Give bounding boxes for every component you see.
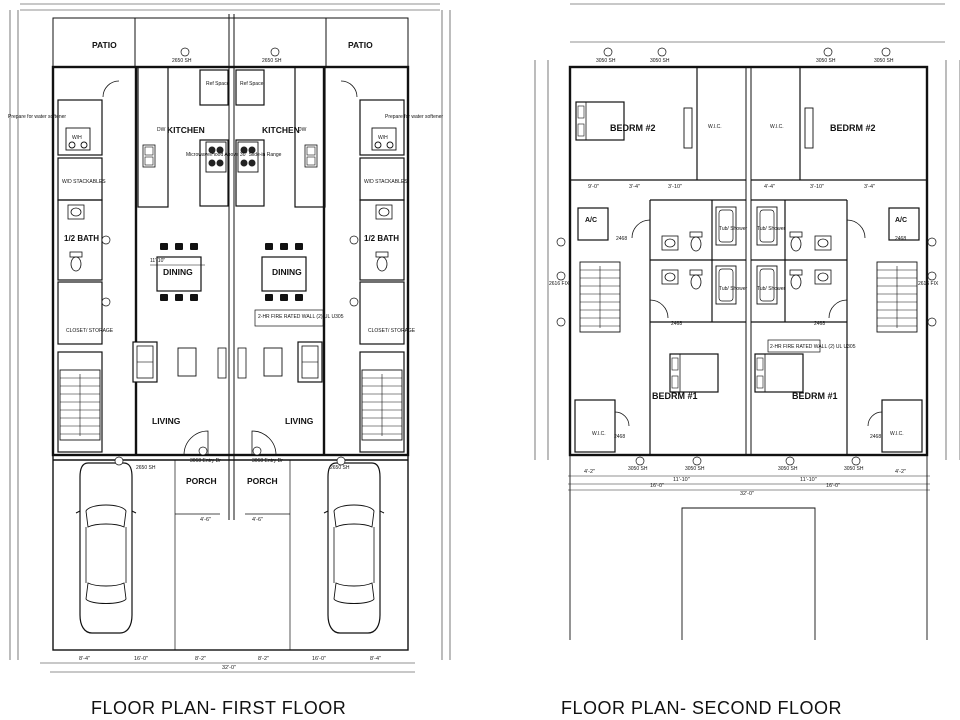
- label-window-a-right: 2650 SH: [262, 58, 282, 64]
- door-tag-1: 2468: [616, 236, 627, 242]
- dim-bottom-6: 8'-4": [370, 656, 381, 662]
- room-label-patio-left: PATIO: [92, 40, 117, 50]
- label-tub-2: Tub/ Shower: [719, 286, 747, 292]
- room-label-closet-left: CLOSET/ STORAGE: [66, 328, 114, 334]
- label-window-b-4: 3050 SH: [874, 58, 894, 64]
- label-tub-3: Tub/ Shower: [757, 226, 785, 232]
- dim2-top-5: 3'-10": [810, 184, 824, 190]
- car-left: [75, 462, 137, 634]
- room-label-bedrm2-right: BEDRM #2: [830, 123, 876, 133]
- room-label-porch-right: PORCH: [247, 476, 278, 486]
- dim2-bottom-3: 11'-10": [800, 477, 817, 483]
- label-wh-left: W/H: [72, 135, 82, 141]
- caption-first-floor: FLOOR PLAN- FIRST FLOOR: [91, 698, 347, 718]
- door-tag-6: 2468: [895, 236, 906, 242]
- caption-second-floor: FLOOR PLAN- SECOND FLOOR: [561, 698, 843, 718]
- dim2-top-1: 9'-0": [588, 184, 599, 190]
- label-window-c-right: 2616 FIX: [918, 281, 939, 287]
- label-water-softener-left: Prepare for water softener: [8, 114, 66, 120]
- label-fire-wall-first: 2-HR FIRE RATED WALL (2) UL U305: [258, 314, 344, 320]
- room-label-half-bath-right: 1/2 BATH: [364, 234, 399, 243]
- label-ref-right: Ref Space: [240, 81, 264, 87]
- label-fire-wall-second: 2-HR FIRE RATED WALL (2) UL U305: [770, 344, 856, 350]
- label-wd-right: W/D STACKABLES: [364, 179, 408, 185]
- label-window-b-1: 3050 SH: [596, 58, 616, 64]
- door-tag-3: 2468: [671, 321, 682, 327]
- room-label-closet-right: CLOSET/ STORAGE: [368, 328, 416, 334]
- first-floor-plan: [9, 3, 451, 673]
- label-wic-upper-left: W.I.C.: [708, 124, 722, 130]
- dim-bottom-2: 16'-0": [134, 656, 148, 662]
- dim2-overall: 32'-0": [740, 491, 754, 497]
- label-ref-left: Ref Space: [206, 81, 230, 87]
- room-label-bedrm1-right: BEDRM #1: [792, 391, 838, 401]
- dim-bottom-5: 16'-0": [312, 656, 326, 662]
- room-label-bedrm1-left: BEDRM #1: [652, 391, 698, 401]
- dim2-bottom-1: 4'-2": [584, 469, 595, 475]
- first-floor-labels: PATIO PATIO KITCHEN KITCHEN DINING DININ…: [8, 40, 443, 671]
- room-label-dining-left: DINING: [163, 267, 193, 277]
- second-floor-labels: BEDRM #2 BEDRM #2 BEDRM #1 BEDRM #1 W.I.…: [549, 58, 939, 497]
- label-microwave: Microwave/Hood Above 30" Slide-in Range: [186, 152, 282, 158]
- label-ac-left: A/C: [585, 217, 597, 224]
- label-window-b-5: 3050 SH: [628, 466, 648, 472]
- dim2-bottom-4: 4'-2": [895, 469, 906, 475]
- label-tub-1: Tub/ Shower: [719, 226, 747, 232]
- label-window-b-2: 3050 SH: [650, 58, 670, 64]
- label-dw-left: DW: [157, 127, 166, 133]
- dim2-top-4: 4'-4": [764, 184, 775, 190]
- label-entry-right: 3068 Entry Dr: [252, 458, 283, 464]
- label-tub-4: Tub/ Shower: [757, 286, 785, 292]
- label-dw-right: DW: [298, 127, 307, 133]
- dim2-bottom-2: 11'-10": [673, 477, 690, 483]
- room-label-half-bath-left: 1/2 BATH: [64, 234, 99, 243]
- label-window-a-left: 2650 SH: [172, 58, 192, 64]
- label-window-b-6: 3050 SH: [685, 466, 705, 472]
- room-label-bedrm2-left: BEDRM #2: [610, 123, 656, 133]
- label-window-a-porch-right: 2650 SH: [330, 465, 350, 471]
- label-window-b-3: 3050 SH: [816, 58, 836, 64]
- label-ac-right: A/C: [895, 217, 907, 224]
- label-wic-upper-right: W.I.C.: [770, 124, 784, 130]
- dim-bottom-1: 8'-4": [79, 656, 90, 662]
- label-window-b-7: 3050 SH: [778, 466, 798, 472]
- room-label-patio-right: PATIO: [348, 40, 373, 50]
- door-tag-4: 2468: [814, 321, 825, 327]
- car-right: [323, 462, 385, 634]
- dim-bottom-4: 8'-2": [258, 656, 269, 662]
- room-label-kitchen-right: KITCHEN: [262, 125, 300, 135]
- label-wh-right: W/H: [378, 135, 388, 141]
- room-label-kitchen-left: KITCHEN: [167, 125, 205, 135]
- room-label-porch-left: PORCH: [186, 476, 217, 486]
- dim-bottom-3: 8'-2": [195, 656, 206, 662]
- room-label-living-left: LIVING: [152, 416, 181, 426]
- porch-dim-right: 4'-6": [252, 517, 263, 523]
- label-window-c-left: 2616 FIX: [549, 281, 570, 287]
- dim2-mid-2: 16'-0": [826, 483, 840, 489]
- label-window-b-8: 3050 SH: [844, 466, 864, 472]
- dim2-mid-1: 16'-0": [650, 483, 664, 489]
- room-label-living-right: LIVING: [285, 416, 314, 426]
- dim2-top-3: 3'-10": [668, 184, 682, 190]
- label-wd-left: W/D STACKABLES: [62, 179, 106, 185]
- label-dining-dim: 11'-10": [150, 258, 165, 264]
- door-tag-2: 2468: [614, 434, 625, 440]
- room-label-dining-right: DINING: [272, 267, 302, 277]
- door-tag-5: 2468: [870, 434, 881, 440]
- second-floor-plan: [534, 3, 960, 640]
- label-wic-lower-right: W.I.C.: [890, 431, 904, 437]
- dim2-top-6: 3'-4": [864, 184, 875, 190]
- porch-dim-left: 4'-6": [200, 517, 211, 523]
- label-wic-lower-left: W.I.C.: [592, 431, 606, 437]
- label-entry-left: 3068 Entry Dr: [190, 458, 221, 464]
- label-window-a-porch-left: 2650 SH: [136, 465, 156, 471]
- dim2-top-2: 3'-4": [629, 184, 640, 190]
- dim-overall-first: 32'-0": [222, 665, 236, 671]
- label-water-softener-right: Prepare for water softener: [385, 114, 443, 120]
